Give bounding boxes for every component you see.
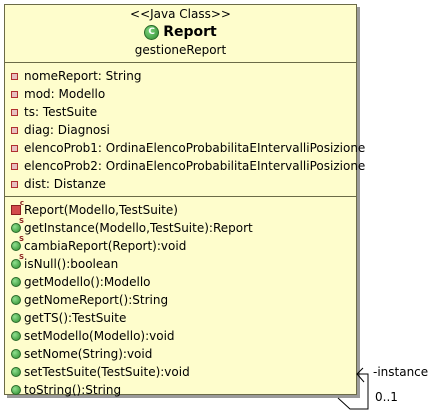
operation-label: setTestSuite(TestSuite):void <box>24 365 190 379</box>
private-field-icon <box>11 72 18 80</box>
operation-row[interactable]: setTestSuite(TestSuite):void <box>5 363 356 381</box>
class-package: gestioneReport <box>134 43 227 57</box>
attribute-row[interactable]: elencoProb2: OrdinaElencoProbabilitaEInt… <box>5 157 365 175</box>
private-field-icon <box>11 90 18 98</box>
attribute-label: dist: Distanze <box>24 177 106 191</box>
attribute-label: elencoProb2: OrdinaElencoProbabilitaEInt… <box>24 159 366 173</box>
public-method-icon <box>11 349 21 359</box>
operation-label: setNome(String):void <box>24 347 153 361</box>
operation-row[interactable]: getModello():Modello <box>5 273 356 291</box>
public-method-icon <box>11 385 21 395</box>
public-method-icon: S <box>11 218 24 233</box>
operation-label: isNull():boolean <box>24 257 119 271</box>
java-class-icon: C <box>144 24 160 40</box>
static-modifier-icon: S <box>18 217 24 225</box>
attribute-label: mod: Modello <box>24 87 106 101</box>
public-method-icon: S <box>11 236 24 251</box>
attribute-row[interactable]: elencoProb1: OrdinaElencoProbabilitaEInt… <box>5 139 365 157</box>
public-method-icon <box>11 295 21 305</box>
attribute-row[interactable]: diag: Diagnosi <box>5 121 356 139</box>
class-stereotype: <<Java Class>> <box>130 7 231 21</box>
private-field-icon <box>11 144 18 152</box>
uml-class-box[interactable]: <<Java Class>> C Report gestioneReport n… <box>4 4 365 397</box>
class-name: Report <box>163 24 217 40</box>
private-field-icon <box>11 162 18 170</box>
class-title-row: C Report <box>5 24 356 40</box>
association-line[interactable] <box>337 373 369 410</box>
association-arrowhead <box>356 367 365 383</box>
operation-label: getTS():TestSuite <box>24 311 127 325</box>
operation-label: toString():String <box>24 383 122 397</box>
public-method-icon: S <box>11 254 24 269</box>
operation-row[interactable]: getTS():TestSuite <box>5 309 356 327</box>
operation-label: getInstance(Modello,TestSuite):Report <box>24 221 253 235</box>
private-field-icon <box>11 180 18 188</box>
public-method-icon <box>11 277 21 287</box>
operation-label: cambiaReport(Report):void <box>24 239 187 253</box>
public-method-icon <box>11 367 21 377</box>
operation-row[interactable]: setModello(Modello):void <box>5 327 356 345</box>
attribute-label: nomeReport: String <box>24 69 142 83</box>
attribute-row[interactable]: ts: TestSuite <box>5 103 356 121</box>
operation-label: getModello():Modello <box>24 275 151 289</box>
private-field-icon <box>11 126 18 134</box>
private-field-icon <box>11 108 18 116</box>
attribute-label: elencoProb1: OrdinaElencoProbabilitaEInt… <box>24 141 366 155</box>
attribute-row[interactable]: mod: Modello <box>5 85 356 103</box>
attribute-row[interactable]: dist: Distanze <box>5 175 356 193</box>
operation-row[interactable]: toString():String <box>5 381 356 399</box>
public-method-icon <box>11 313 21 323</box>
operation-row[interactable]: setNome(String):void <box>5 345 356 363</box>
constructor-icon: c <box>11 200 24 215</box>
attribute-label: ts: TestSuite <box>24 105 98 119</box>
static-modifier-icon: S <box>18 235 24 243</box>
static-modifier-icon: S <box>18 253 24 261</box>
association-multiplicity-label: 0..1 <box>375 390 398 404</box>
class-header: <<Java Class>> C Report gestioneReport <box>5 5 356 63</box>
operation-label: getNomeReport():String <box>24 293 169 307</box>
operation-label: Report(Modello,TestSuite) <box>24 203 178 217</box>
attribute-row[interactable]: nomeReport: String <box>5 67 356 85</box>
operation-label: setModello(Modello):void <box>24 329 175 343</box>
public-method-icon <box>11 331 21 341</box>
association-role-label: -instance <box>373 365 429 379</box>
operation-row[interactable]: getNomeReport():String <box>5 291 356 309</box>
attributes-compartment: nomeReport: String mod: Modello ts: TestSu… <box>5 63 365 197</box>
attribute-label: diag: Diagnosi <box>24 123 110 137</box>
constructor-modifier-icon: c <box>19 199 24 207</box>
